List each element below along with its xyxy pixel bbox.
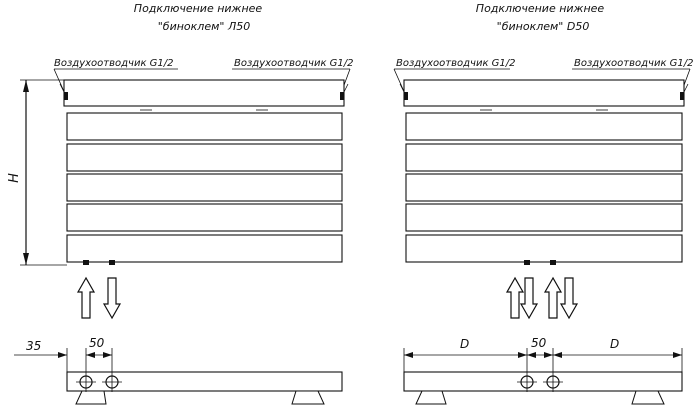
- left-panel-1: [66, 112, 343, 141]
- left-title-line2: "биноклем" Л50: [158, 20, 250, 33]
- right-vent-left-label: Воздухоотводчик G1/2: [396, 58, 516, 69]
- dim-offset-35: 35: [26, 339, 41, 353]
- left-flow-arrows: [76, 276, 122, 320]
- left-vent-right-slant: [341, 83, 349, 97]
- left-vent-right-label: Воздухоотводчик G1/2: [234, 58, 354, 69]
- right-top-collector: [403, 79, 685, 107]
- left-foot-right: [291, 390, 325, 405]
- right-arrow-down-1-icon: [519, 277, 539, 320]
- right-title-line1: Подключение нижнее: [476, 2, 605, 15]
- left-panels: [66, 112, 343, 263]
- right-connector-1: [524, 260, 530, 265]
- right-panel-5: [405, 234, 683, 263]
- left-panel-4: [66, 203, 343, 232]
- right-arrow-down-2-icon: [559, 277, 579, 320]
- left-panel-5: [66, 234, 343, 263]
- right-connector-2: [550, 260, 556, 265]
- right-panel-4: [405, 203, 683, 232]
- left-pipe-symbol-1: [76, 372, 96, 392]
- left-scheme: Подключение нижнее "биноклем" Л50 Воздух…: [7, 2, 354, 405]
- left-vent-left-label: Воздухоотводчик G1/2: [54, 58, 174, 69]
- left-height-dimension: H: [7, 79, 67, 266]
- right-bottom-view: D 50 D: [403, 336, 683, 405]
- right-panel-2: [405, 143, 683, 172]
- right-vent-left-slant: [399, 83, 407, 97]
- right-panels: [405, 112, 683, 263]
- left-pipe-symbol-2: [102, 372, 122, 392]
- dim-d-right: D: [610, 337, 619, 351]
- right-vent-right-label: Воздухоотводчик G1/2: [574, 58, 694, 69]
- right-bottom-body: [403, 371, 683, 392]
- left-top-collector: [63, 79, 345, 107]
- dim-spacing-50-left: 50: [89, 336, 105, 350]
- right-foot-left: [415, 390, 447, 405]
- left-foot-left: [75, 390, 107, 405]
- right-panel-3: [405, 173, 683, 202]
- left-connector-2: [109, 260, 115, 265]
- left-bottom-view: 35 50: [14, 336, 343, 405]
- right-title-line2: "биноклем" D50: [497, 20, 590, 33]
- left-bottom-body: [66, 371, 343, 392]
- right-panel-1: [405, 112, 683, 141]
- left-arrow-down-icon: [102, 277, 122, 320]
- right-vent-right-slant: [681, 83, 689, 97]
- left-arrow-up-icon: [76, 276, 96, 319]
- height-label: H: [7, 173, 22, 183]
- right-pipe-symbol-2: [543, 372, 563, 392]
- dim-d-left: D: [460, 337, 469, 351]
- left-title-line1: Подключение нижнее: [134, 2, 263, 15]
- right-flow-arrows: [505, 276, 579, 320]
- left-panel-3: [66, 173, 343, 202]
- right-pipe-symbol-1: [517, 372, 537, 392]
- right-scheme: Подключение нижнее "биноклем" D50 Воздух…: [393, 2, 694, 405]
- dim-spacing-50-right: 50: [531, 336, 547, 350]
- left-connector-1: [83, 260, 89, 265]
- right-arrow-up-2-icon: [543, 276, 563, 319]
- left-panel-2: [66, 143, 343, 172]
- right-foot-right: [631, 390, 665, 405]
- left-vent-left-slant: [59, 83, 67, 97]
- right-arrow-up-1-icon: [505, 276, 525, 319]
